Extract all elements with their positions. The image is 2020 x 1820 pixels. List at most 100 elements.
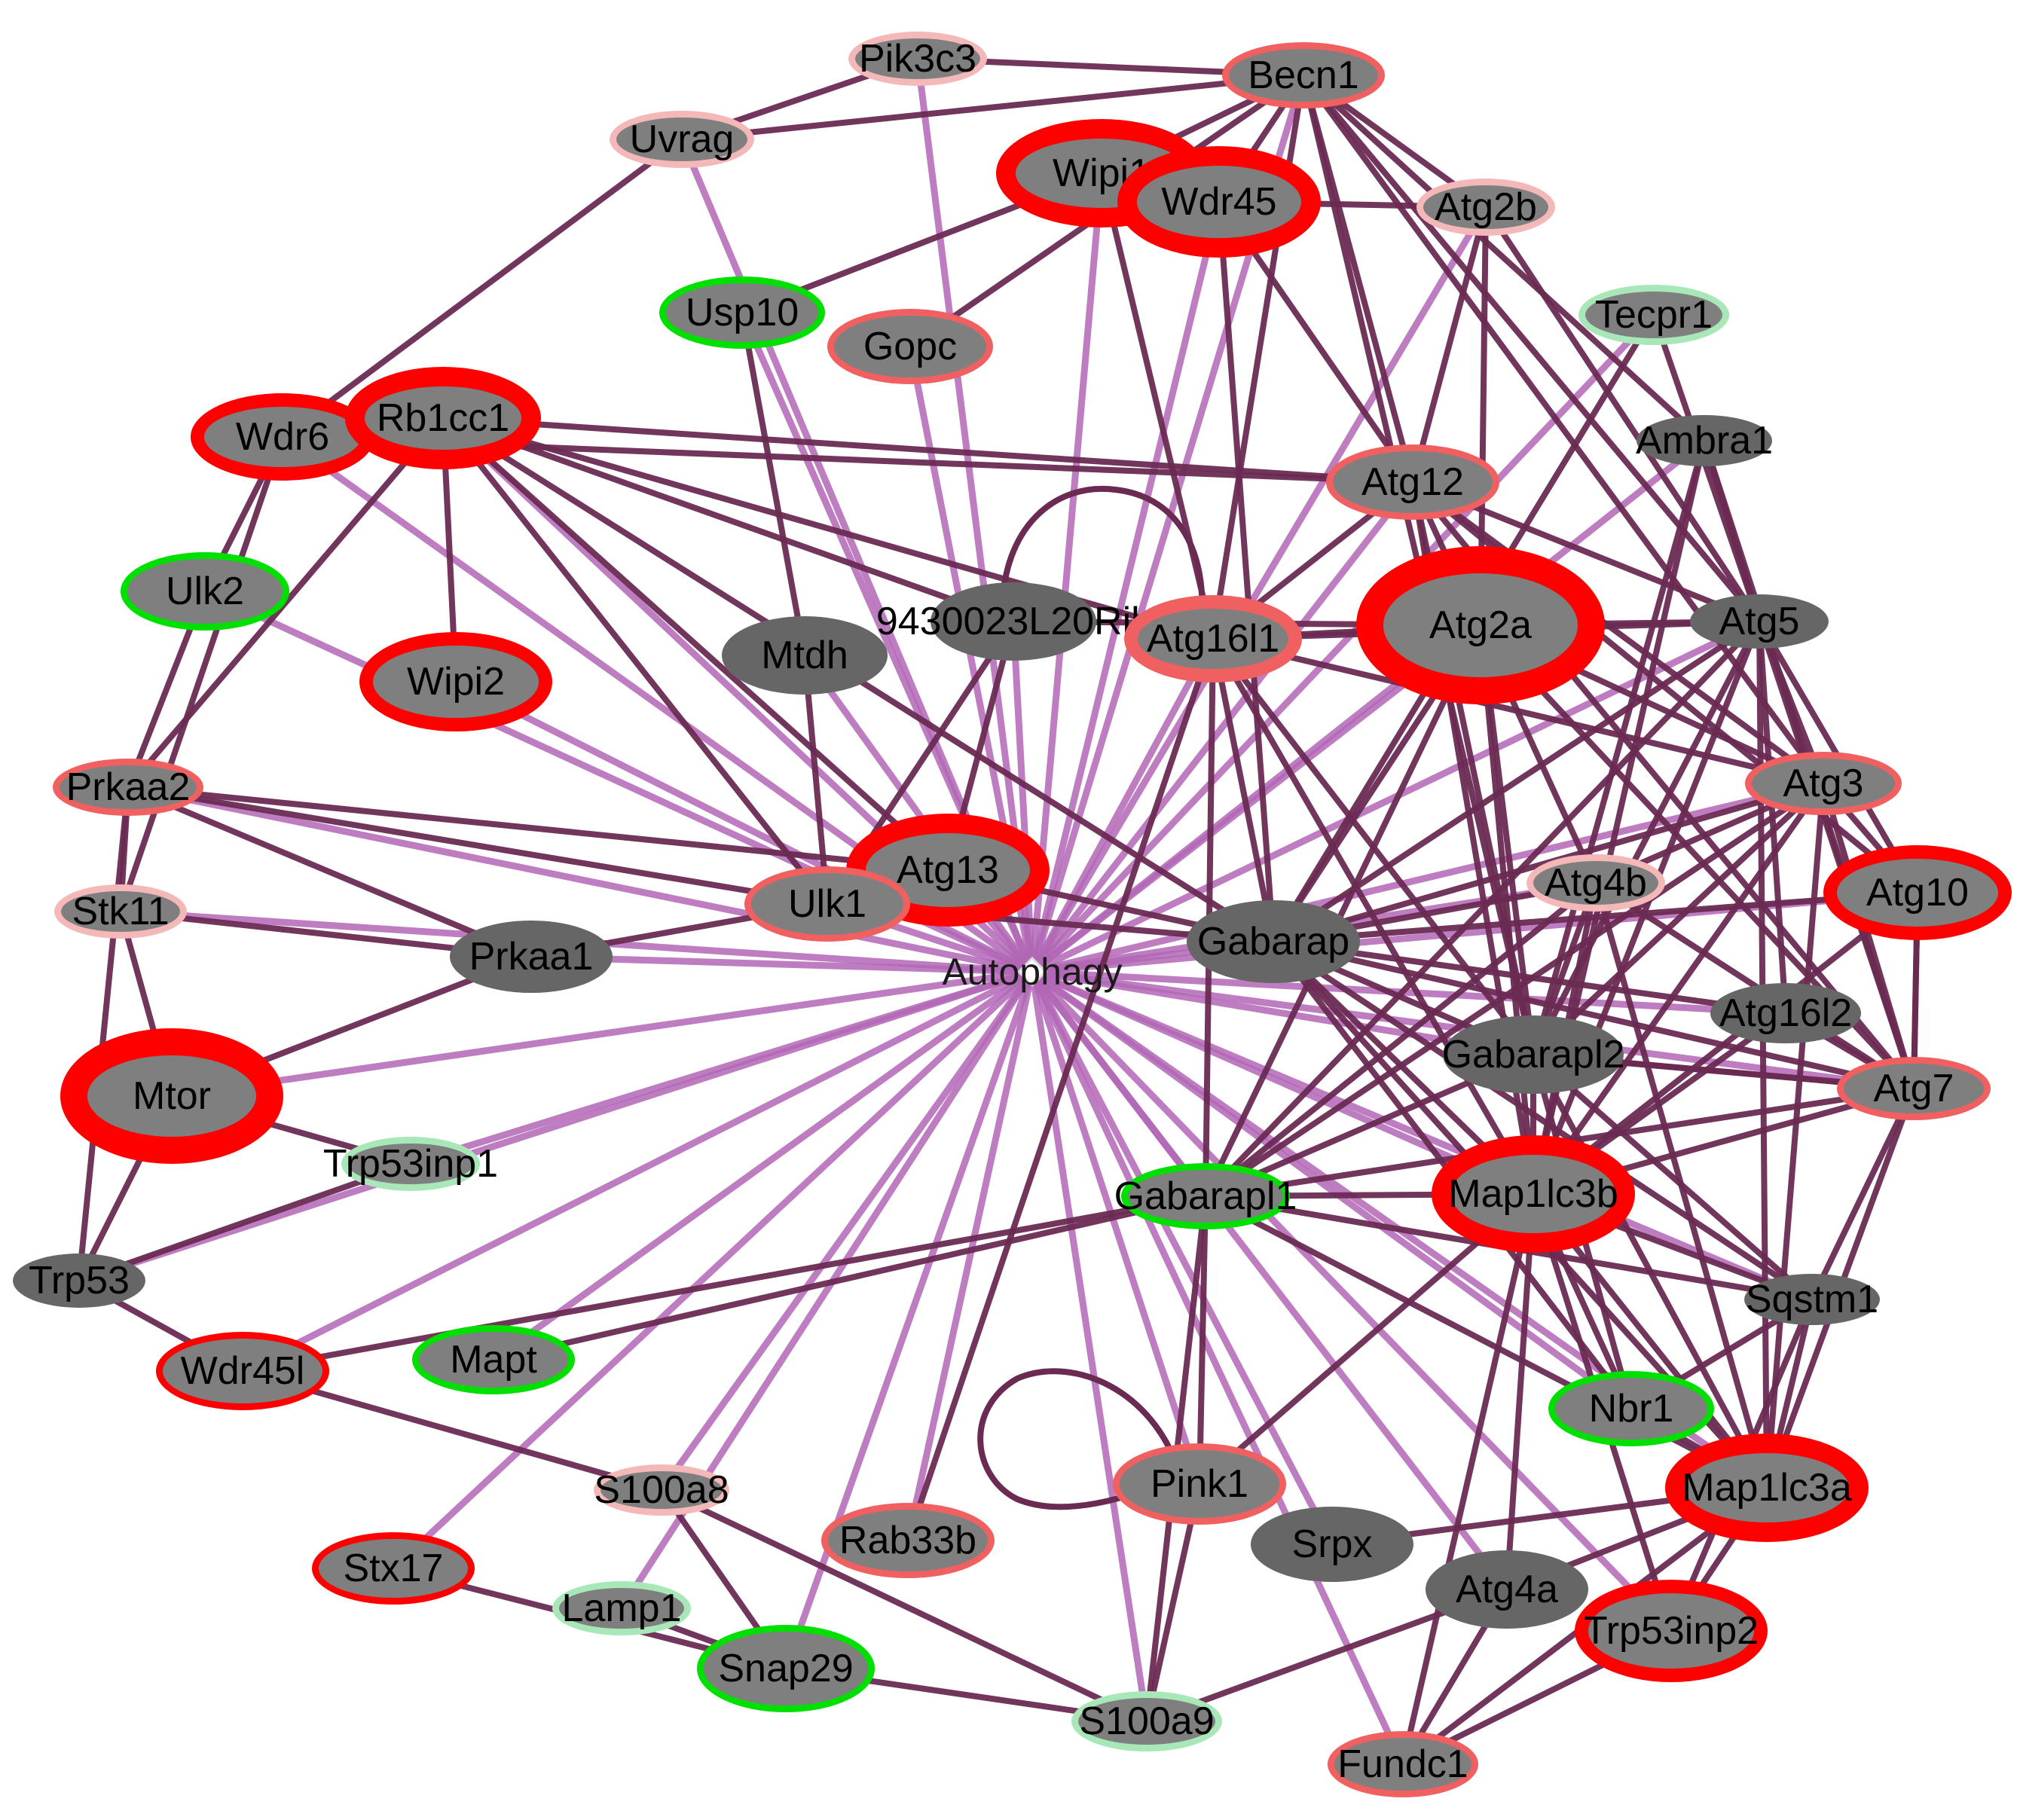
node-core	[60, 765, 197, 809]
node-ulk1[interactable]: Ulk1	[744, 866, 910, 942]
node-atg2b[interactable]: Atg2b	[1416, 179, 1555, 236]
node-label: Fundc1	[1337, 1742, 1468, 1786]
node-label: Atg4b	[1545, 861, 1647, 905]
hub-node-autophagy[interactable]: Autophagy	[942, 951, 1122, 993]
node-label: Stx17	[344, 1547, 444, 1590]
node-trp53[interactable]: Trp53	[13, 1254, 145, 1308]
node-core	[1078, 1698, 1215, 1745]
edge-gabarapl1-wdr45l	[240, 1193, 1209, 1374]
node-core	[1636, 415, 1772, 466]
node-core	[1187, 900, 1360, 983]
node-label: Becn1	[1248, 53, 1358, 97]
node-label: Atg12	[1361, 460, 1464, 504]
edge-gabarapl1-pink1	[1196, 1193, 1209, 1487]
node-uvrag[interactable]: Uvrag	[610, 111, 754, 168]
node-atg4a[interactable]: Atg4a	[1426, 1550, 1588, 1629]
node-label: Map1lc3b	[1448, 1172, 1618, 1216]
node-label: Prkaa2	[66, 765, 191, 809]
node-lamp1[interactable]: Lamp1	[552, 1581, 691, 1635]
node-atg7[interactable]: Atg7	[1837, 1057, 1991, 1120]
node-atg5[interactable]: Atg5	[1690, 594, 1829, 649]
edge-atg7-gabarap	[1270, 939, 1917, 1092]
node-wdr45l[interactable]: Wdr45l	[156, 1332, 329, 1410]
node-prkaa2[interactable]: Prkaa2	[53, 759, 203, 816]
node-core	[61, 891, 180, 932]
node-atg12[interactable]: Atg12	[1326, 444, 1499, 520]
node-core	[13, 1254, 145, 1308]
node-core	[1585, 292, 1722, 338]
edge-atg4b-gabarapl1	[1203, 880, 1599, 1199]
edge-autophagy-autophagy-trp53	[75, 968, 1036, 1284]
node-trp53inp2[interactable]: Trp53inp2	[1575, 1580, 1768, 1682]
edge-autophagy-autophagy-fundc1	[1028, 968, 1407, 1768]
edge-trp53-prkaa2	[76, 784, 131, 1284]
node-pink1[interactable]: Pink1	[1113, 1443, 1286, 1525]
node-atg16l1[interactable]: Atg16l1	[1124, 595, 1302, 682]
node-gabarap[interactable]: Gabarap	[1187, 900, 1360, 983]
node-label: Pik3c3	[859, 37, 976, 81]
node-label: S100a9	[1079, 1699, 1214, 1743]
node-fundc1[interactable]: Fundc1	[1328, 1731, 1478, 1797]
node-label: Atg2a	[1429, 603, 1532, 647]
node-atg10[interactable]: Atg10	[1823, 845, 2012, 940]
node-stk11[interactable]: Stk11	[54, 884, 187, 939]
node-wdr6[interactable]: Wdr6	[191, 393, 374, 481]
edge-atg5-gabarap	[1270, 618, 1762, 945]
self-loop-9430023l20rik	[999, 485, 1206, 621]
node-becn1[interactable]: Becn1	[1222, 42, 1385, 108]
node-core	[1423, 185, 1548, 229]
node-label: Trp53	[29, 1259, 130, 1302]
node-mtor[interactable]: Mtor	[60, 1028, 283, 1164]
node-label: Gopc	[863, 325, 957, 368]
hub-label: Autophagy	[942, 951, 1122, 993]
node-mtdh[interactable]: Mtdh	[722, 616, 888, 695]
edge-atg2b-atg12	[1410, 204, 1489, 485]
node-ulk2[interactable]: Ulk2	[121, 552, 289, 631]
edge-autophagy-autophagy-gene9430023	[1010, 618, 1036, 976]
node-atg3[interactable]: Atg3	[1745, 752, 1902, 815]
node-s100a8[interactable]: S100a8	[594, 1464, 729, 1516]
node-prkaa1[interactable]: Prkaa1	[450, 921, 613, 993]
node-ambra1[interactable]: Ambra1	[1636, 415, 1773, 466]
node-srpx[interactable]: Srpx	[1251, 1507, 1413, 1582]
node-nbr1[interactable]: Nbr1	[1548, 1371, 1714, 1446]
node-rb1cc1[interactable]: Rb1cc1	[345, 367, 541, 469]
node-gene9430023[interactable]: 9430023L20Rik	[876, 582, 1151, 661]
node-atg4b[interactable]: Atg4b	[1526, 854, 1665, 912]
node-map1lc3a[interactable]: Map1lc3a	[1665, 1434, 1869, 1542]
edge-atg12-atg3	[1410, 479, 1826, 786]
node-rab33b[interactable]: Rab33b	[821, 1503, 995, 1578]
node-gopc[interactable]: Gopc	[827, 309, 993, 384]
node-core	[1334, 1738, 1471, 1791]
node-s100a9[interactable]: S100a9	[1071, 1691, 1222, 1751]
node-core	[1451, 1155, 1615, 1233]
node-core	[1710, 983, 1861, 1043]
edge-rab33b-atg16l1	[905, 636, 1216, 1544]
node-label: Tecpr1	[1595, 293, 1713, 337]
node-core	[319, 1539, 468, 1598]
node-mapt[interactable]: Mapt	[412, 1325, 575, 1394]
node-gabarapl1[interactable]: Gabarapl1	[1114, 1163, 1297, 1229]
edge-atg16l1-atg3	[1210, 636, 1826, 786]
node-atg16l2[interactable]: Atg16l2	[1710, 983, 1861, 1043]
node-usp10[interactable]: Usp10	[659, 276, 825, 349]
node-sqstm1[interactable]: Sqstm1	[1744, 1274, 1880, 1325]
edge-autophagy-autophagy-atg4a	[1028, 968, 1511, 1593]
node-gabarapl2[interactable]: Gabarapl2	[1442, 1015, 1625, 1094]
node-tecpr1[interactable]: Tecpr1	[1578, 285, 1729, 345]
edge-autophagy-autophagy-mtor	[168, 968, 1036, 1100]
node-pik3c3[interactable]: Pik3c3	[848, 32, 987, 86]
node-wdr45[interactable]: Wdr45	[1117, 146, 1321, 258]
node-atg2a[interactable]: Atg2a	[1356, 546, 1605, 704]
edge-autophagy-autophagy-wdr45	[1028, 198, 1223, 976]
node-wipi2[interactable]: Wipi2	[359, 632, 552, 731]
edge-rb1cc1-atg13	[440, 415, 951, 873]
node-map1lc3b[interactable]: Map1lc3b	[1432, 1135, 1635, 1253]
node-snap29[interactable]: Snap29	[697, 1625, 875, 1712]
node-trp53inp1[interactable]: Trp53inp1	[323, 1137, 498, 1191]
node-stx17[interactable]: Stx17	[312, 1532, 475, 1605]
node-core	[1120, 1450, 1279, 1518]
node-core	[704, 1632, 868, 1705]
node-label: 9430023L20Rik	[876, 600, 1151, 643]
node-core	[1744, 1274, 1880, 1325]
